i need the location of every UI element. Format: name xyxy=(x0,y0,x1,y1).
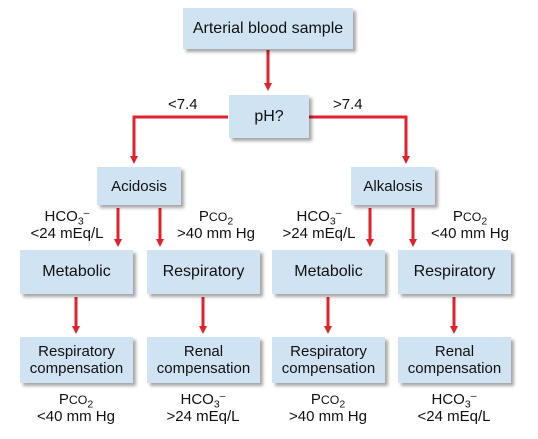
acid-metabolic-value: <24 mEq/L xyxy=(30,224,104,242)
comp1-criterion: PCO2 <40 mm Hg xyxy=(26,391,126,426)
arrow-ph-to-acidosis xyxy=(130,115,228,164)
metabolic-acidosis-box: Metabolic xyxy=(20,250,133,294)
arterial-blood-sample-box: Arterial blood sample xyxy=(183,8,353,49)
comp2-line2: compensation xyxy=(156,360,251,377)
edge-label-right: >7.4 xyxy=(333,96,363,113)
respiratory-acidosis-label: Respiratory xyxy=(162,263,245,280)
arrow-ph-to-alkalosis xyxy=(309,115,410,164)
comp1-line2: compensation xyxy=(29,360,124,377)
comp4-criterion: HCO3– <24 mEq/L xyxy=(404,391,504,426)
acidosis-box: Acidosis xyxy=(97,167,181,205)
comp3-line2: compensation xyxy=(281,360,376,377)
respiratory-acidosis-box: Respiratory xyxy=(147,250,260,294)
alkalosis-label: Alkalosis xyxy=(363,177,423,195)
alk-metabolic-value: >24 mEq/L xyxy=(282,224,356,242)
comp1-line1: Respiratory xyxy=(38,342,115,360)
comp3-value: >40 mm Hg xyxy=(289,407,367,425)
comp-respiratory-acid-box: Respiratory compensation xyxy=(20,337,133,383)
comp2-criterion: HCO3– >24 mEq/L xyxy=(153,391,253,426)
acid-respiratory-criterion: PCO2 >40 mm Hg xyxy=(166,208,266,243)
comp1-value: <40 mm Hg xyxy=(37,407,115,425)
respiratory-alkalosis-box: Respiratory xyxy=(398,250,511,294)
comp-respiratory-alk-box: Respiratory compensation xyxy=(272,337,385,383)
comp3-criterion: PCO2 >40 mm Hg xyxy=(278,391,378,426)
comp4-value: <24 mEq/L xyxy=(417,407,491,425)
acidosis-label: Acidosis xyxy=(111,177,167,195)
ph-box: pH? xyxy=(229,95,309,138)
alk-respiratory-value: <40 mm Hg xyxy=(431,224,509,242)
edge-label-left: <7.4 xyxy=(168,96,198,113)
alkalosis-box: Alkalosis xyxy=(351,167,435,205)
comp3-line1: Respiratory xyxy=(290,342,367,360)
alk-respiratory-criterion: PCO2 <40 mm Hg xyxy=(420,208,520,243)
acid-metabolic-criterion: HCO3– <24 mEq/L xyxy=(22,208,112,243)
comp4-line1: Renal xyxy=(434,342,475,360)
comp2-line1: Renal xyxy=(183,342,224,360)
alk-metabolic-criterion: HCO3– >24 mEq/L xyxy=(273,208,365,243)
comp2-value: >24 mEq/L xyxy=(166,407,240,425)
metabolic-alkalosis-label: Metabolic xyxy=(294,263,363,280)
comp-renal-alk-box: Renal compensation xyxy=(398,337,511,383)
metabolic-acidosis-label: Metabolic xyxy=(42,263,111,280)
metabolic-alkalosis-box: Metabolic xyxy=(272,250,385,294)
ph-label: pH? xyxy=(254,107,284,125)
comp4-line2: compensation xyxy=(407,360,502,377)
arterial-blood-sample-label: Arterial blood sample xyxy=(192,19,344,37)
acid-respiratory-value: >40 mm Hg xyxy=(177,224,255,242)
respiratory-alkalosis-label: Respiratory xyxy=(413,263,496,280)
comp-renal-acid-box: Renal compensation xyxy=(147,337,260,383)
